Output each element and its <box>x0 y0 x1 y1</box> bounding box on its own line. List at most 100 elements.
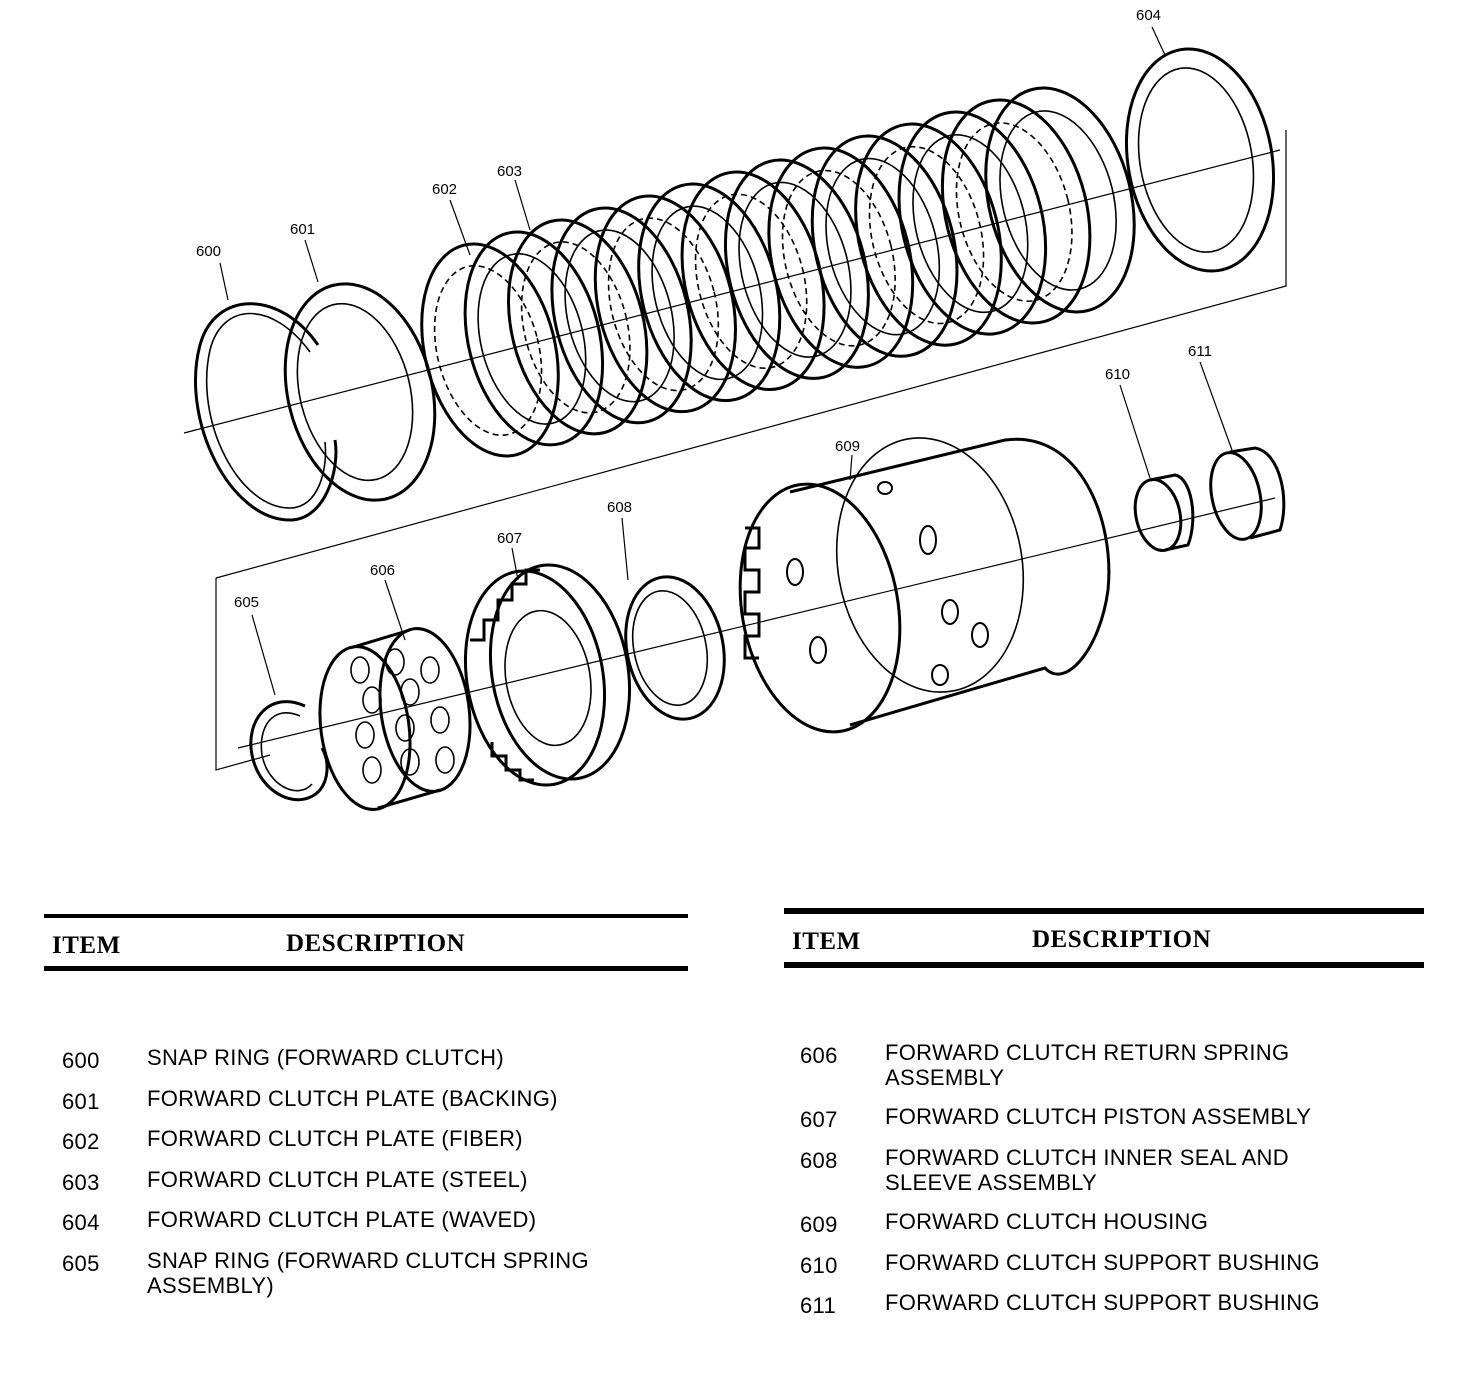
part-608-inner-seal <box>624 575 726 721</box>
row-description: FORWARD CLUTCH PLATE (WAVED) <box>147 1207 537 1232</box>
clutch-plate-inner <box>955 122 1073 302</box>
clutch-plate <box>940 98 1092 325</box>
header-item: ITEM <box>52 932 121 959</box>
clutch-plate-inner <box>999 110 1117 291</box>
table-rule-top <box>784 908 1424 914</box>
parts-table-right: ITEM DESCRIPTION 606 FORWARD CLUTCH RETU… <box>784 908 1424 1318</box>
row-description: FORWARD CLUTCH HOUSING <box>885 1209 1209 1234</box>
row-item: 611 <box>800 1293 836 1318</box>
row-item: 603 <box>62 1170 100 1195</box>
clutch-plate <box>507 218 649 436</box>
callout-601: 601 <box>290 221 315 238</box>
row-item: 604 <box>62 1210 100 1235</box>
part-601-backing-plate <box>283 282 437 502</box>
part-605-snap-ring <box>249 700 329 802</box>
clutch-plate <box>767 146 915 369</box>
return-spring <box>350 656 370 684</box>
clutch-plate-inner <box>694 193 808 369</box>
part-602-603-clutch-pack <box>420 86 1136 458</box>
header-description: DESCRIPTION <box>286 930 466 957</box>
part-611-bushing <box>1209 446 1286 541</box>
return-spring <box>400 678 420 706</box>
row-item: 605 <box>62 1251 100 1276</box>
part-610-bushing <box>1133 473 1195 553</box>
clutch-plate <box>984 86 1136 314</box>
row-description: FORWARD CLUTCH RETURN SPRING ASSEMBLY <box>885 1040 1290 1090</box>
table-rule-bottom <box>44 966 688 971</box>
clutch-plate-inner <box>738 181 852 358</box>
callout-606: 606 <box>370 562 395 579</box>
row-description: FORWARD CLUTCH PLATE (FIBER) <box>147 1126 523 1151</box>
clutch-plate <box>420 242 560 458</box>
clutch-plate-inner <box>607 217 720 392</box>
exploded-view-diagram: 600 601 602 603 604 605 606 607 608 609 … <box>183 7 1287 811</box>
clutch-plate-inner <box>868 145 985 325</box>
table-rule-top <box>44 914 688 918</box>
clutch-plate-inner <box>433 264 543 437</box>
clutch-plate <box>854 122 1003 347</box>
header-description: DESCRIPTION <box>1032 926 1212 953</box>
row-item: 606 <box>800 1043 838 1068</box>
clutch-plate <box>463 230 605 447</box>
part-609-housing <box>738 437 1111 734</box>
part-607-piston-assembly <box>463 563 632 787</box>
row-item: 600 <box>62 1048 100 1073</box>
return-spring <box>362 686 382 714</box>
clutch-plate <box>810 134 959 358</box>
callout-603: 603 <box>497 163 522 180</box>
callout-608: 608 <box>607 499 632 516</box>
parts-table-left: ITEM DESCRIPTION 600 SNAP RING (FORWARD … <box>44 914 688 1298</box>
row-description: FORWARD CLUTCH SUPPORT BUSHING <box>885 1250 1320 1275</box>
clutch-plate <box>637 182 782 403</box>
part-604-waved-plate <box>1124 47 1276 273</box>
row-description: FORWARD CLUTCH SUPPORT BUSHING <box>885 1290 1320 1315</box>
row-item: 610 <box>800 1253 838 1278</box>
return-spring <box>435 746 455 774</box>
callout-609: 609 <box>835 438 860 455</box>
return-spring <box>395 714 415 742</box>
row-item: 602 <box>62 1129 100 1154</box>
table-header: ITEM DESCRIPTION <box>44 918 688 966</box>
return-spring <box>385 648 405 676</box>
clutch-plate-inner <box>825 157 941 336</box>
clutch-plate <box>593 194 737 414</box>
clutch-plate-inner <box>781 169 896 347</box>
return-spring <box>400 748 420 776</box>
table-rule-bottom <box>784 962 1424 968</box>
callout-607: 607 <box>497 530 522 547</box>
clutch-plate <box>680 170 826 391</box>
assembly-frame <box>183 130 1287 771</box>
row-item: 607 <box>800 1107 838 1132</box>
row-item: 601 <box>62 1089 100 1114</box>
clutch-plate <box>550 206 693 425</box>
callout-605: 605 <box>234 594 259 611</box>
row-description: FORWARD CLUTCH INNER SEAL AND SLEEVE ASS… <box>885 1145 1289 1195</box>
callout-604: 604 <box>1136 7 1161 24</box>
callout-610: 610 <box>1105 366 1130 383</box>
row-item: 609 <box>800 1212 838 1237</box>
diagram-canvas: 600 601 602 603 604 605 606 607 608 609 … <box>183 7 1287 811</box>
row-description: FORWARD CLUTCH PLATE (STEEL) <box>147 1167 528 1192</box>
table-header: ITEM DESCRIPTION <box>784 914 1424 962</box>
row-item: 608 <box>800 1148 838 1173</box>
part-600-snap-ring <box>194 302 338 522</box>
clutch-plate-inner <box>651 205 764 381</box>
row-description: FORWARD CLUTCH PISTON ASSEMBLY <box>885 1104 1312 1129</box>
return-spring <box>420 656 440 684</box>
row-description: SNAP RING (FORWARD CLUTCH SPRING ASSEMBL… <box>147 1248 589 1298</box>
header-item: ITEM <box>792 928 861 955</box>
clutch-plate-inner <box>564 229 675 403</box>
callout-labels: 600 601 602 603 604 605 606 607 608 609 … <box>196 7 1212 611</box>
callout-600: 600 <box>196 243 221 260</box>
row-description: FORWARD CLUTCH PLATE (BACKING) <box>147 1086 558 1111</box>
callout-602: 602 <box>432 181 457 198</box>
clutch-plate <box>897 110 1048 336</box>
return-spring <box>430 706 450 734</box>
row-description: SNAP RING (FORWARD CLUTCH) <box>147 1045 504 1070</box>
clutch-plate-inner <box>477 253 587 425</box>
return-spring <box>362 756 382 784</box>
return-spring <box>355 721 375 749</box>
clutch-plate-inner <box>520 241 631 414</box>
clutch-plate-inner <box>912 133 1029 314</box>
part-606-return-spring-assembly <box>318 627 472 811</box>
